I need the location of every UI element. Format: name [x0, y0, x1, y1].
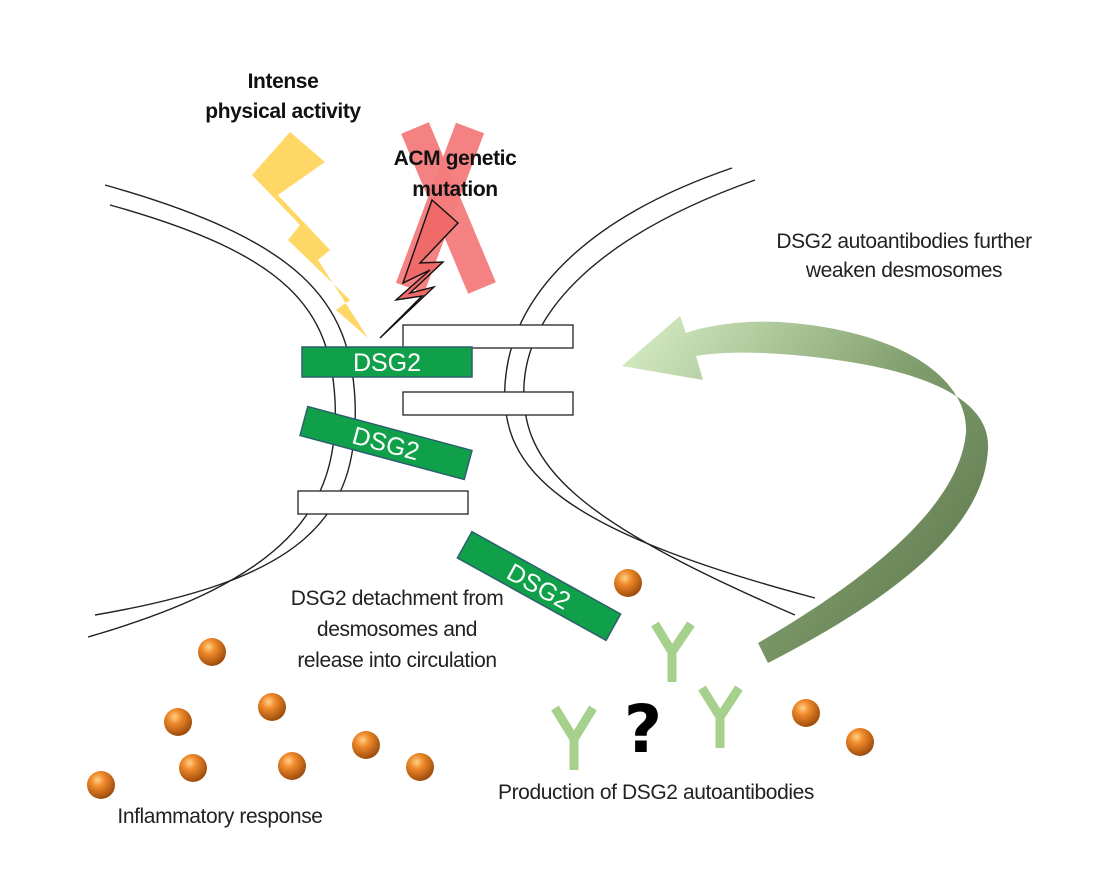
- dsg2-block-detached: DSG2: [456, 530, 622, 642]
- dsg2-block-attached: DSG2: [301, 346, 473, 378]
- feedback-label: DSG2 autoantibodies further weaken desmo…: [776, 230, 1032, 282]
- physical-activity-label: Intense physical activity: [205, 70, 362, 123]
- production-label: Production of DSG2 autoantibodies: [498, 781, 814, 804]
- y-antibody-icon: [551, 705, 597, 770]
- svg-text:desmosomes and: desmosomes and: [317, 618, 477, 641]
- dsg2-label: DSG2: [353, 349, 421, 377]
- left-cell-membrane: [87, 184, 356, 638]
- y-antibody-icon: [698, 685, 743, 748]
- orange-sphere-icon: [179, 754, 207, 782]
- svg-text:Intense: Intense: [248, 70, 319, 93]
- svg-text:release into circulation: release into circulation: [297, 649, 496, 672]
- dsg2-label: DSG2: [502, 558, 575, 616]
- right-cell-membrane: [504, 167, 816, 616]
- desmosome-bar: [297, 490, 469, 515]
- orange-sphere-icon: [846, 728, 874, 756]
- lightning-bolt-icon: [252, 132, 368, 338]
- question-mark: ?: [624, 691, 662, 768]
- desmosome-bar: [402, 391, 574, 416]
- mutation-label: ACM genetic mutation: [394, 147, 518, 201]
- svg-text:DSG2 detachment from: DSG2 detachment from: [291, 587, 504, 610]
- orange-sphere-icon: [792, 699, 820, 727]
- orange-sphere-icon: [258, 693, 286, 721]
- inflammatory-label: Inflammatory response: [117, 805, 322, 828]
- svg-text:DSG2 autoantibodies further: DSG2 autoantibodies further: [776, 230, 1032, 253]
- svg-text:mutation: mutation: [412, 178, 497, 201]
- cytokine-spheres: [87, 569, 874, 799]
- orange-sphere-icon: [278, 752, 306, 780]
- orange-sphere-icon: [614, 569, 642, 597]
- mutation-bolt-icon: [379, 198, 460, 339]
- orange-sphere-icon: [87, 771, 115, 799]
- detachment-label: DSG2 detachment from desmosomes and rele…: [291, 587, 504, 672]
- svg-text:weaken desmosomes: weaken desmosomes: [805, 259, 1002, 282]
- dsg2-block-tilting: DSG2: [299, 405, 473, 481]
- desmosome-bar: [402, 324, 574, 349]
- orange-sphere-icon: [164, 708, 192, 736]
- y-antibody-icon: [651, 621, 695, 682]
- orange-sphere-icon: [198, 638, 226, 666]
- orange-sphere-icon: [352, 731, 380, 759]
- feedback-curved-arrow-icon: [622, 316, 989, 663]
- svg-text:physical activity: physical activity: [205, 100, 361, 123]
- svg-text:ACM genetic: ACM genetic: [394, 147, 518, 170]
- orange-sphere-icon: [406, 753, 434, 781]
